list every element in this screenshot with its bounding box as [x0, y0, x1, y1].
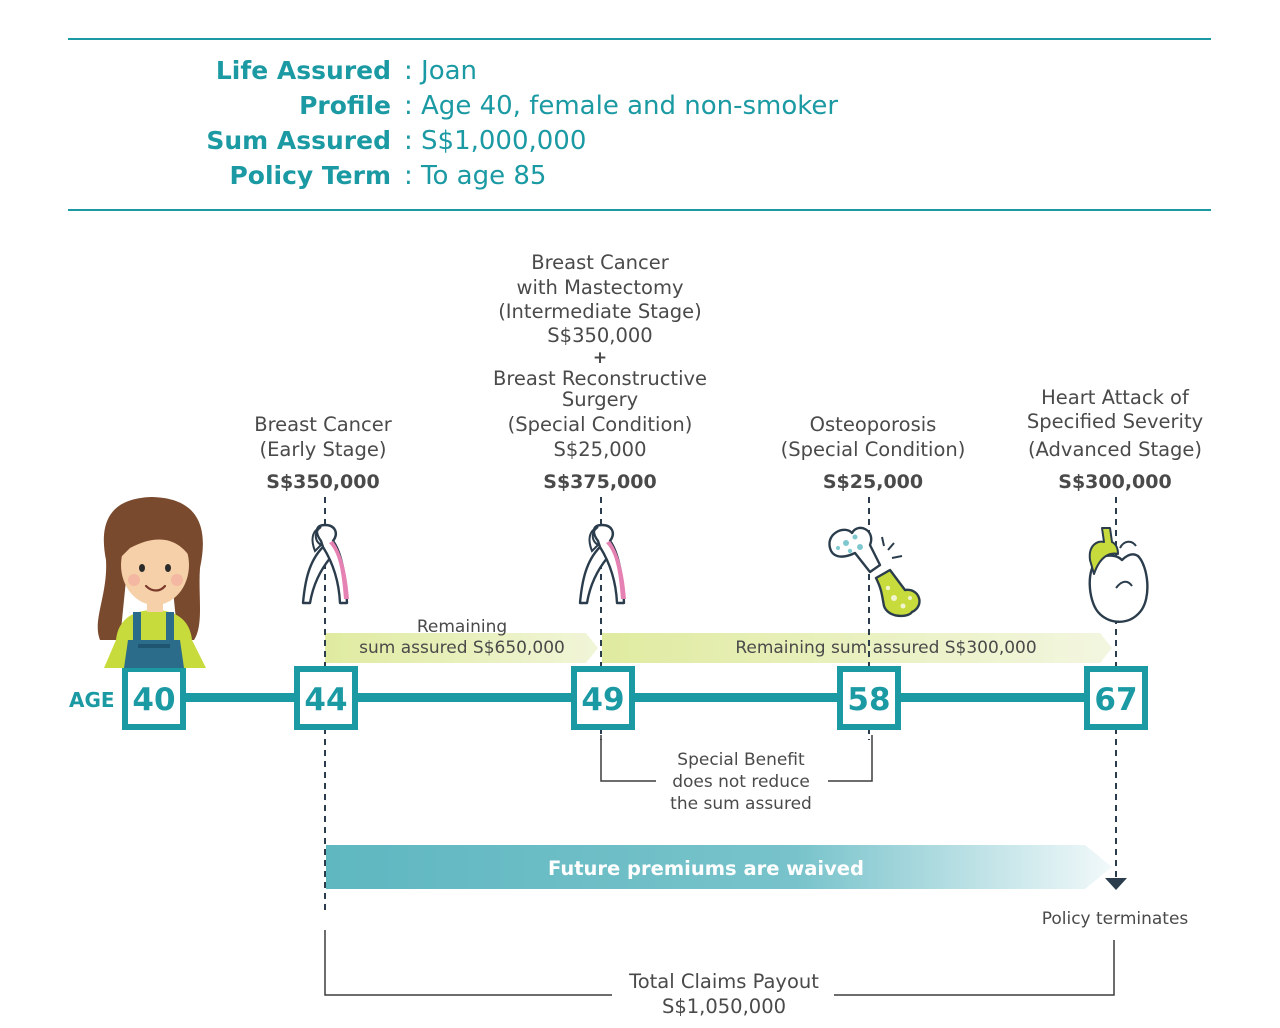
waived-label: Future premiums are waived	[548, 857, 864, 880]
remaining-1-line-2: sum assured S$650,000	[359, 638, 565, 658]
profile-block: Life Assured : Joan Profile : Age 40, fe…	[206, 56, 838, 191]
event-2-plus: +	[593, 348, 607, 368]
event-2-line-3: (Intermediate Stage)	[498, 300, 702, 323]
event-2-line-9: S$25,000	[553, 438, 646, 461]
special-benefit-line-3: the sum assured	[670, 794, 812, 814]
sum-assured-value: : S$1,000,000	[404, 126, 586, 156]
total-claims-amount: S$1,050,000	[662, 995, 786, 1018]
remaining-2-label: Remaining sum assured S$300,000	[735, 638, 1036, 658]
event-1-line-1: Breast Cancer	[254, 413, 393, 436]
special-benefit-line-1: Special Benefit	[677, 750, 805, 770]
profile-label: Profile	[299, 91, 391, 120]
event-heart-attack: Heart Attack of Specified Severity (Adva…	[1027, 386, 1203, 493]
special-benefit-line-2: does not reduce	[672, 772, 810, 792]
life-assured-label: Life Assured	[216, 56, 391, 85]
event-1-line-2: (Early Stage)	[259, 438, 386, 461]
heart-icon	[1088, 527, 1149, 623]
event-2-line-8: (Special Condition)	[508, 413, 693, 436]
event-3-line-2: (Special Condition)	[781, 438, 966, 461]
special-benefit-bracket	[600, 735, 873, 782]
age-marker-67: 67	[1084, 666, 1148, 730]
event-4-amount: S$300,000	[1058, 471, 1171, 493]
event-3-amount: S$25,000	[823, 471, 923, 493]
life-assured-value: : Joan	[404, 56, 477, 86]
age-marker-44: 44	[294, 666, 358, 730]
total-claims-bracket	[324, 930, 1115, 996]
event-3-line-1: Osteoporosis	[810, 413, 937, 436]
event-2-line-6: Breast Reconstructive	[493, 367, 707, 390]
event-intermediate-stage: Breast Cancer with Mastectomy (Intermedi…	[493, 251, 707, 493]
event-2-line-7: Surgery	[562, 388, 638, 411]
age-58-label: 58	[847, 682, 890, 718]
terminate-arrow-icon	[1105, 878, 1127, 890]
policy-terminates-label: Policy terminates	[1042, 909, 1189, 929]
remaining-band-2	[602, 633, 1112, 663]
event-2-line-2: with Mastectomy	[517, 276, 684, 299]
remaining-band-1	[325, 633, 598, 663]
event-4-line-1: Heart Attack of	[1041, 386, 1190, 409]
age-49-label: 49	[581, 682, 624, 718]
waived-band	[326, 845, 1112, 889]
age-marker-40: 40	[122, 666, 186, 730]
profile-value: : Age 40, female and non-smoker	[404, 91, 838, 121]
cancer-ribbon-icon	[301, 523, 349, 605]
remaining-1-line-1: Remaining	[417, 617, 507, 637]
total-claims-label: Total Claims Payout	[628, 970, 819, 993]
event-1-amount: S$350,000	[266, 471, 379, 493]
event-2-line-1: Breast Cancer	[531, 251, 670, 274]
age-axis-label: AGE	[69, 688, 115, 712]
event-osteoporosis: Osteoporosis (Special Condition) S$25,00…	[781, 413, 966, 493]
event-2-amount: S$375,000	[543, 471, 656, 493]
age-marker-58: 58	[837, 666, 901, 730]
policy-term-label: Policy Term	[229, 161, 391, 190]
event-4-line-2: Specified Severity	[1027, 410, 1203, 433]
event-4-line-3: (Advanced Stage)	[1028, 438, 1202, 461]
age-67-label: 67	[1094, 682, 1137, 718]
sum-assured-label: Sum Assured	[206, 126, 391, 155]
policy-term-value: : To age 85	[404, 161, 546, 191]
age-44-label: 44	[304, 682, 347, 718]
event-early-stage: Breast Cancer (Early Stage) S$350,000	[254, 413, 393, 493]
age-40-label: 40	[132, 682, 175, 718]
age-marker-49: 49	[571, 666, 635, 730]
cancer-ribbon-icon	[578, 523, 626, 605]
event-2-line-4: S$350,000	[547, 324, 652, 347]
woman-avatar	[97, 497, 206, 668]
bone-icon	[828, 526, 921, 618]
